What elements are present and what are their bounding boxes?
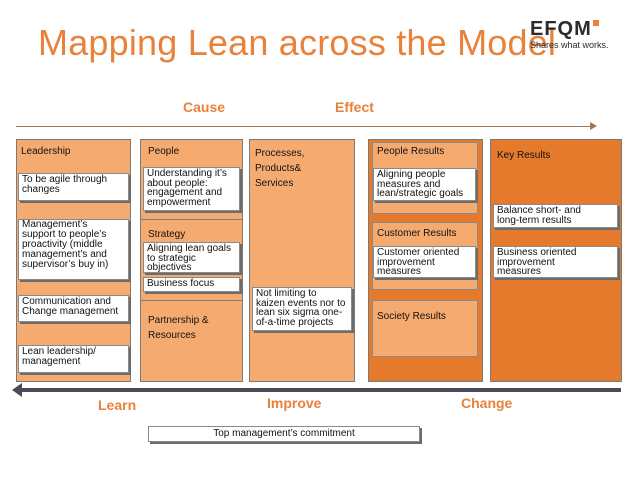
cause-effect-arrow-head-icon [590, 122, 597, 130]
key-results-item-balance: Balance short- and long-term results [493, 204, 618, 228]
page-title: Mapping Lean across the Model [38, 22, 557, 63]
leadership-item-support: Management’s support to people’s proacti… [18, 219, 129, 280]
leadership-item-agile: To be agile through changes [18, 173, 129, 201]
improve-label: Improve [267, 395, 322, 411]
column-divider [141, 219, 242, 220]
people-header: People [148, 146, 180, 157]
people-results-item-aligning: Aligning people measures and lean/strate… [373, 168, 476, 201]
customer-results-item: Customer oriented improvement measures [373, 246, 476, 278]
people-item-understanding: Understanding it’s about people: engagem… [143, 167, 240, 211]
customer-results-header: Customer Results [377, 228, 457, 239]
strategy-header: Strategy [148, 229, 186, 240]
processes-header: Processes, Products& Services [255, 148, 305, 189]
feedback-arrow-line [21, 388, 621, 392]
partnership-header: Partnership & Resources [148, 315, 209, 341]
strategy-item-business-focus: Business focus [143, 277, 240, 292]
efqm-logo: EFQM Shares what works. [530, 18, 620, 52]
learn-label: Learn [98, 397, 137, 413]
society-results-box [372, 300, 478, 357]
feedback-arrow-head-icon [12, 383, 22, 397]
leadership-item-communication: Communication and Change management [18, 295, 129, 322]
logo-tagline: Shares what works. [530, 40, 609, 50]
people-results-header: People Results [377, 146, 445, 157]
leadership-header: Leadership [21, 146, 71, 157]
effect-label: Effect [335, 99, 374, 115]
leadership-item-lean-leadership: Lean leadership/ management [18, 345, 129, 373]
cause-label: Cause [183, 99, 226, 115]
top-management-commitment-box: Top management’s commitment [148, 426, 420, 442]
column-divider [141, 300, 242, 301]
society-results-header: Society Results [377, 311, 446, 322]
logo-mark-icon [593, 20, 599, 26]
key-results-item-business: Business oriented improvement measures [493, 246, 618, 278]
strategy-item-aligning: Aligning lean goals to strategic objecti… [143, 242, 240, 273]
processes-item-not-limiting: Not limiting to kaizen events nor to lea… [252, 287, 352, 331]
key-results-header: Key Results [497, 150, 551, 161]
logo-name: EFQM [530, 18, 592, 40]
change-label: Change [461, 395, 513, 411]
processes-column [249, 139, 355, 382]
cause-effect-arrow-line [16, 126, 592, 127]
